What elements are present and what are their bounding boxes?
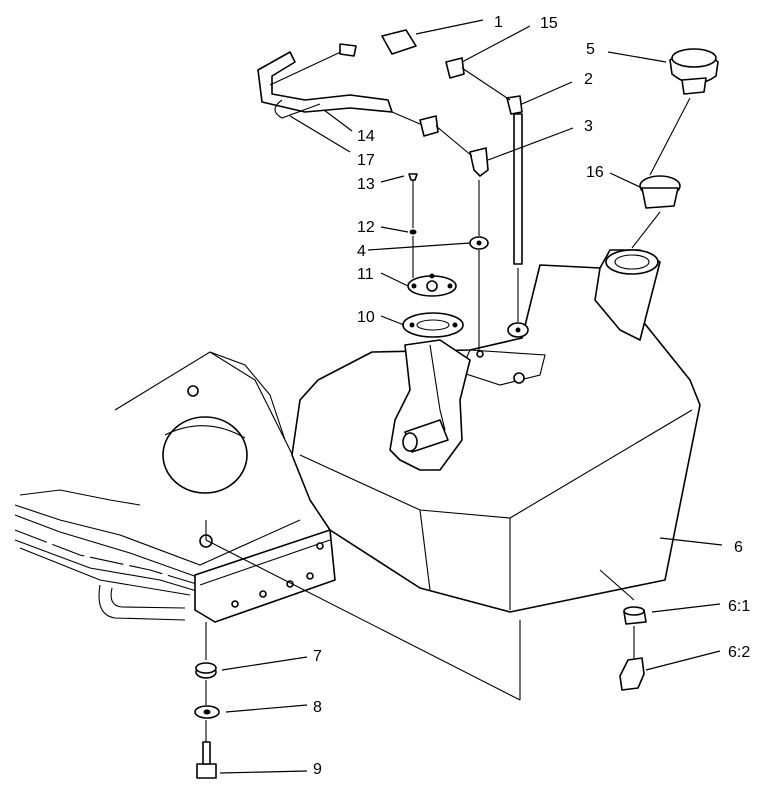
drain-hardware (194, 539, 647, 779)
callout-2: 2 (584, 71, 593, 88)
callout-14: 14 (357, 128, 375, 145)
callout-17: 17 (357, 152, 375, 169)
leader-lines (219, 19, 723, 774)
callout-6-2: 6:2 (728, 644, 750, 661)
callout-12: 12 (357, 219, 375, 236)
callout-6: 6 (734, 539, 743, 556)
callout-9: 9 (313, 761, 322, 778)
frame-deck (14, 351, 336, 623)
callout-11: 11 (357, 266, 374, 283)
callout-7: 7 (313, 648, 322, 665)
callout-8: 8 (313, 699, 322, 716)
fuel-sender-assembly (257, 29, 719, 352)
callout-1: 1 (494, 14, 503, 31)
callout-16: 16 (586, 164, 604, 181)
callout-13: 13 (357, 176, 375, 193)
callout-5: 5 (586, 41, 595, 58)
callout-10: 10 (357, 309, 375, 326)
callouts: 1 15 2 3 5 16 14 17 13 12 4 11 10 6 6:1 … (313, 14, 750, 778)
callout-3: 3 (584, 118, 593, 135)
fuel-tank (291, 249, 701, 613)
callout-6-1: 6:1 (728, 598, 750, 615)
callout-15: 15 (540, 15, 558, 32)
callout-4: 4 (357, 243, 366, 260)
